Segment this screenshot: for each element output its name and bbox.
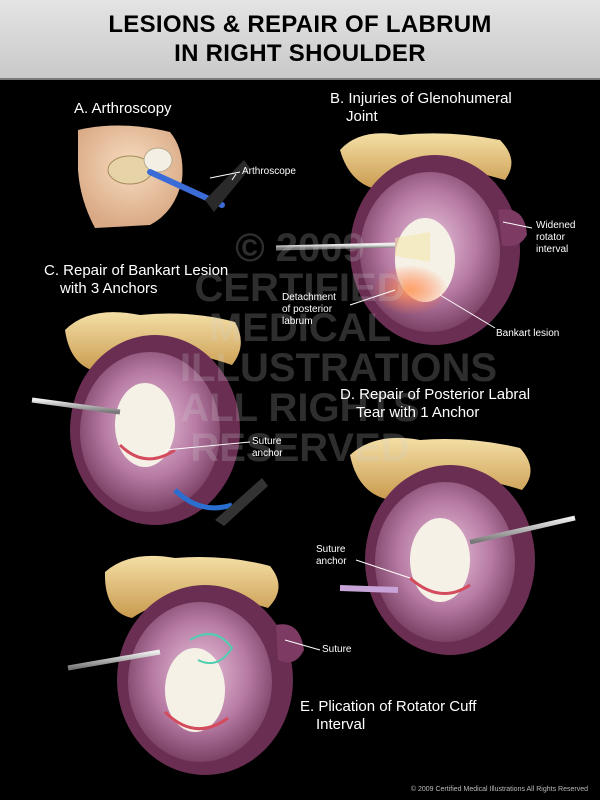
panel-d-heading-line-1: D. Repair of Posterior Labral — [340, 386, 531, 403]
panel-d-suture-line-2: anchor — [316, 556, 347, 567]
panel-d-suture-anchor-label: Suture anchor — [316, 544, 347, 568]
panel-e-heading-line-1: E. Plication of Rotator Cuff — [300, 698, 477, 715]
panel-c-suture-line-2: anchor — [252, 448, 283, 459]
widened-line-1: Widened — [536, 220, 576, 231]
panel-b-heading-line-1: B. Injuries of Glenohumeral — [330, 90, 512, 107]
panel-d-suture-line-1: Suture — [316, 544, 346, 555]
title-line-2: IN RIGHT SHOULDER — [174, 40, 426, 67]
panel-d-heading: D. Repair of Posterior Labral Tear with … — [340, 386, 530, 422]
panel-e-plication-figure — [67, 555, 304, 775]
panel-c-bankart-repair-figure — [31, 312, 268, 526]
panel-c-heading-line-2: with 3 Anchors — [60, 280, 158, 297]
detachment-line-1: Detachment — [282, 292, 336, 303]
panel-c-suture-anchor-label: Suture anchor — [252, 436, 283, 460]
title-banner: LESIONS & REPAIR OF LABRUM IN RIGHT SHOU… — [0, 0, 600, 80]
panel-b-injury-figure — [275, 133, 527, 345]
panel-e-heading-line-2: Interval — [316, 716, 366, 733]
panel-a-arthroscopy-figure — [78, 125, 250, 228]
copyright-notice: © 2009 Certified Medical Illustrations A… — [410, 786, 588, 793]
suture-label: Suture — [322, 644, 352, 655]
widened-rotator-interval-label: Widened rotator interval — [536, 220, 575, 256]
arthroscope-label: Arthroscope — [242, 166, 296, 177]
widened-line-3: interval — [536, 244, 569, 255]
shoulder-illustrations — [31, 125, 576, 775]
bankart-lesion-label: Bankart lesion — [496, 328, 560, 339]
panel-c-heading-line-1: C. Repair of Bankart Lesion — [44, 262, 229, 279]
detachment-line-2: of posterior — [282, 304, 333, 315]
detachment-posterior-labrum-label: Detachment of posterior labrum — [282, 292, 336, 328]
widened-line-2: rotator — [536, 232, 565, 243]
panel-c-suture-line-1: Suture — [252, 436, 282, 447]
title-line-1: LESIONS & REPAIR OF LABRUM — [108, 11, 492, 38]
panel-d-heading-line-2: Tear with 1 Anchor — [356, 404, 480, 421]
panel-c-heading: C. Repair of Bankart Lesion with 3 Ancho… — [44, 262, 228, 298]
leader-lines — [164, 171, 533, 651]
panel-d-posterior-repair-figure — [339, 437, 576, 655]
panel-e-heading: E. Plication of Rotator Cuff Interval — [300, 698, 476, 734]
panel-b-heading: B. Injuries of Glenohumeral Joint — [330, 90, 512, 126]
page-title: LESIONS & REPAIR OF LABRUM IN RIGHT SHOU… — [0, 10, 600, 68]
panel-b-heading-line-2: Joint — [346, 108, 378, 125]
detachment-line-3: labrum — [282, 316, 313, 327]
panel-a-heading: A. Arthroscopy — [74, 100, 172, 117]
